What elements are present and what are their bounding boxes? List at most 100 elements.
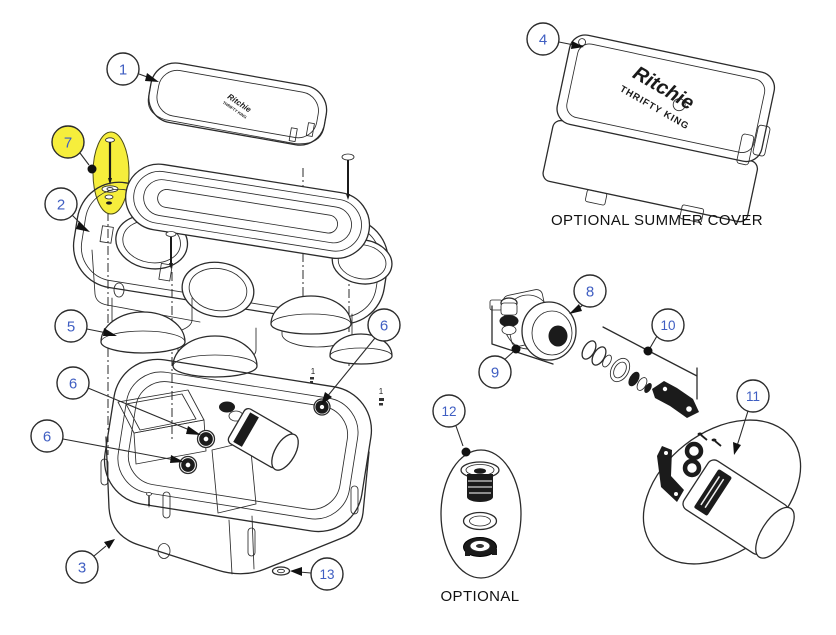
screw-tip [169, 263, 173, 269]
bracket-9 [491, 305, 554, 365]
mark-glyph [310, 377, 314, 380]
part-5-float-covers [100, 295, 393, 378]
lever-hole [686, 406, 692, 412]
screw-head [341, 153, 355, 161]
lever-hole [662, 386, 668, 392]
tank-inner-wall [127, 381, 349, 510]
callout-4: 4 [526, 22, 560, 56]
bowl-opening-inner [188, 267, 248, 312]
leader-dots [87, 164, 653, 457]
rim-mark-text: 1 [379, 387, 384, 396]
platform-top [117, 389, 205, 434]
plug-body [467, 474, 493, 502]
arrowhead [145, 73, 159, 82]
small-nut [106, 201, 112, 205]
arrowhead [321, 392, 332, 405]
mark-glyph [310, 381, 313, 383]
screw-shaft [714, 440, 722, 447]
part-13-washer [271, 566, 291, 576]
callout-number: 6 [380, 318, 388, 335]
nut-ring [199, 432, 213, 446]
float-crest [270, 313, 352, 325]
o-ring [609, 357, 631, 383]
callout-number: 5 [67, 319, 75, 336]
float-crest [100, 330, 186, 343]
wall-mini-screw [146, 492, 152, 508]
tank-fitting-nut [178, 455, 198, 475]
callout-9: 9 [478, 355, 512, 389]
callout-number: 3 [78, 560, 86, 577]
screw-shaft [700, 434, 708, 441]
washer-outer [271, 566, 291, 576]
part-1-lid: Ritchie THRIFTY KING [147, 62, 328, 146]
drain-caption: OPTIONAL [440, 588, 519, 605]
callout-2: 2 [44, 187, 78, 221]
callout-11: 11 [736, 379, 770, 413]
trough-rim [133, 170, 362, 252]
screw-head [165, 231, 177, 237]
trough-wall [143, 179, 352, 244]
tank-fitting-nut [313, 398, 331, 416]
arrowhead [571, 41, 584, 49]
valve-face [521, 301, 577, 361]
callout-number: 12 [441, 404, 456, 419]
grommet [682, 458, 702, 478]
arrowhead [103, 328, 117, 336]
plug-ribs [468, 480, 492, 494]
mark-glyph [379, 398, 384, 401]
seal [628, 371, 640, 387]
cap-lug [492, 549, 497, 555]
tank-rim [103, 358, 373, 533]
float-label-line [700, 476, 721, 506]
elbow-body [500, 302, 518, 316]
cover-top-inner [566, 43, 766, 153]
callout-number: 10 [660, 318, 675, 333]
washer-hole [277, 568, 285, 574]
nut-ring [181, 458, 195, 472]
elbow-ring [499, 315, 519, 327]
summer-cover-caption: OPTIONAL SUMMER COVER [551, 212, 763, 229]
valve-face-inner [531, 310, 573, 356]
callout-balloons: 1 7 2 5 6 6 6 3 [30, 22, 770, 591]
leader-arrowheads [76, 41, 741, 576]
callout-number: 2 [57, 197, 65, 214]
wall-slot [162, 491, 171, 519]
tank-rim-inner [117, 371, 359, 520]
callout-number: 13 [319, 567, 334, 582]
leader-dot [461, 447, 471, 457]
trough-bottom [157, 188, 339, 234]
callout-number: 1 [119, 62, 127, 79]
platform-front [133, 419, 207, 465]
top-right-screw [341, 153, 355, 200]
cap-lug [465, 550, 470, 556]
wall-slot [247, 527, 256, 557]
valve-port [548, 325, 568, 347]
part-9-elbow-fitting [489, 297, 554, 365]
part-10-valve-stem [581, 326, 699, 418]
callout-12: 12 [432, 394, 466, 428]
lid-notch [305, 122, 315, 137]
float-cylinder [227, 407, 299, 471]
trough-outline [125, 163, 371, 259]
valve-stem-ring [219, 401, 235, 413]
float-dome [270, 295, 352, 335]
float-label [233, 412, 259, 447]
tank-rim-outer [103, 358, 373, 533]
casting-skirt [91, 249, 201, 323]
drain-cap-center [476, 544, 484, 548]
float-end-cap [755, 506, 795, 559]
callout-number: 4 [539, 32, 547, 49]
o-ring-inner [613, 361, 627, 379]
detail-float-cylinder [682, 459, 795, 559]
casting-skirt-edge [91, 249, 201, 323]
tank-corner-edge [251, 515, 255, 570]
screw-tip [346, 194, 350, 200]
callout-number: 8 [586, 284, 594, 301]
float-label-line [704, 478, 725, 509]
valve-lever [652, 381, 699, 418]
rim-mark-text: 1 [311, 367, 316, 376]
stem-nut [591, 346, 607, 366]
part-12-drain-plug [440, 449, 522, 579]
rim-fastener-mark: 1 [310, 367, 316, 383]
